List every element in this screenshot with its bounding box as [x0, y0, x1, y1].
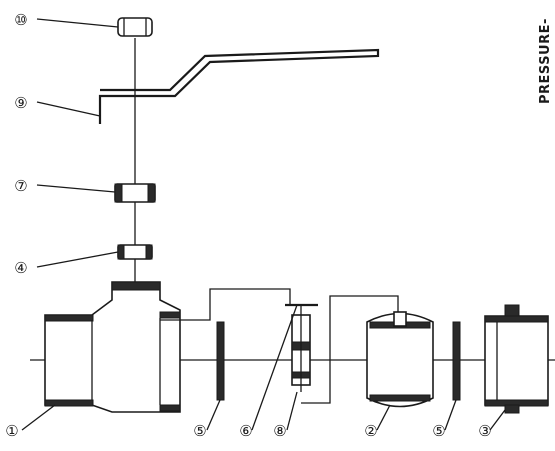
- packing-part-7: [114, 183, 156, 203]
- end-cap-part-3: [484, 304, 549, 414]
- svg-text:①: ①: [5, 422, 18, 440]
- svg-text:⑩: ⑩: [14, 11, 27, 29]
- nut-part-10: [117, 17, 153, 37]
- label-10: ⑩: [14, 11, 27, 29]
- svg-text:⑨: ⑨: [14, 94, 27, 112]
- svg-text:⑦: ⑦: [14, 177, 27, 195]
- label-7: ⑦: [14, 177, 27, 195]
- label-5-right: ⑤: [432, 422, 445, 440]
- svg-text:⑧: ⑧: [273, 422, 286, 440]
- seat-part-5-right: [452, 321, 461, 401]
- svg-text:⑤: ⑤: [193, 422, 206, 440]
- side-text: PRESSURE-: [538, 18, 553, 104]
- svg-text:③: ③: [478, 422, 491, 440]
- ring-part-4: [117, 244, 153, 260]
- seat-part-5-left: [216, 321, 225, 401]
- svg-text:⑥: ⑥: [239, 422, 252, 440]
- label-6: ⑥: [239, 422, 252, 440]
- svg-text:⑤: ⑤: [432, 422, 445, 440]
- label-3: ③: [478, 422, 491, 440]
- label-2: ②: [364, 422, 377, 440]
- label-9: ⑨: [14, 94, 27, 112]
- ball-part-2: [366, 311, 434, 408]
- svg-text:④: ④: [14, 259, 27, 277]
- svg-text:②: ②: [364, 422, 377, 440]
- label-8: ⑧: [273, 422, 286, 440]
- stem-part-8: [285, 303, 318, 392]
- label-1: ①: [5, 422, 18, 440]
- label-5-left: ⑤: [193, 422, 206, 440]
- label-4: ④: [14, 259, 27, 277]
- handle-part-9: [98, 48, 380, 124]
- valve-body-part-1: [44, 281, 181, 413]
